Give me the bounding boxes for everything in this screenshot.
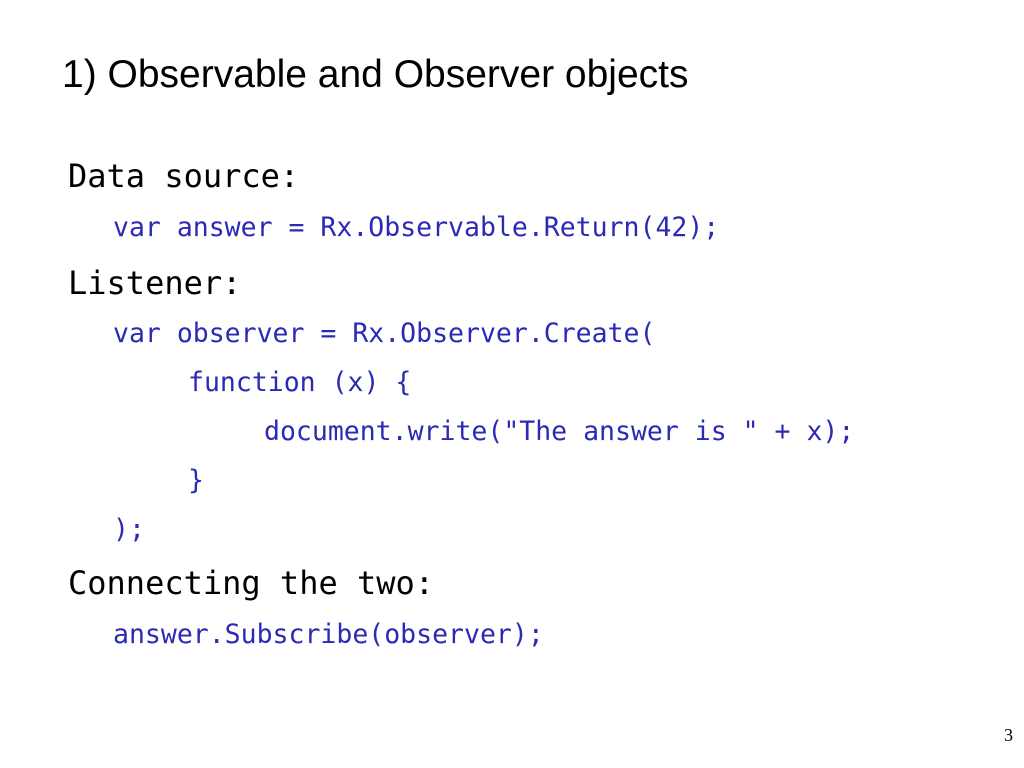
connecting-heading: Connecting the two: <box>68 564 435 602</box>
code-line: var observer = Rx.Observer.Create( <box>113 318 656 349</box>
code-line: } <box>188 465 204 496</box>
data-source-heading: Data source: <box>68 157 300 195</box>
code-line: ); <box>113 514 145 545</box>
code-line: var answer = Rx.Observable.Return(42); <box>113 212 720 243</box>
code-line: answer.Subscribe(observer); <box>113 619 544 650</box>
code-line: document.write("The answer is " + x); <box>264 416 855 447</box>
listener-heading: Listener: <box>68 264 242 302</box>
slide-title: 1) Observable and Observer objects <box>62 53 689 96</box>
page-number: 3 <box>1004 725 1013 745</box>
code-line: function (x) { <box>188 367 412 398</box>
